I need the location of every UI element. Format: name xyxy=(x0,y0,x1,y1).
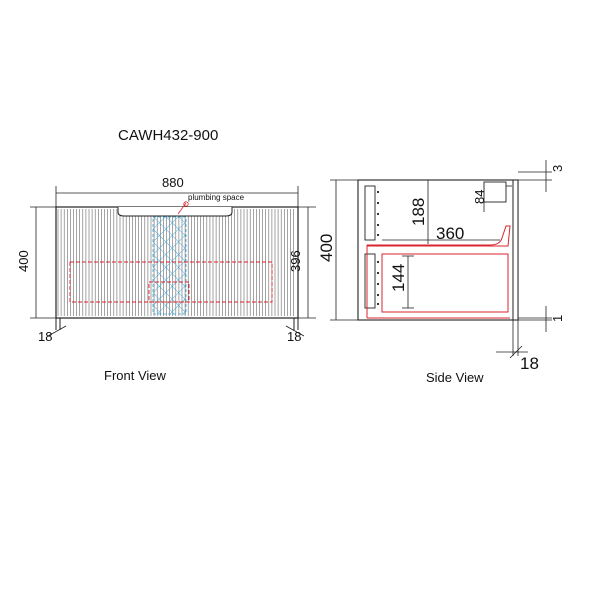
upper-offset-label: 188 xyxy=(409,198,428,226)
fascia-block xyxy=(483,181,507,203)
lower-drawer-red xyxy=(381,253,509,313)
front-view: 880 plumbing space 400 396 xyxy=(16,175,316,383)
height-right-label: 396 xyxy=(288,250,303,272)
height-left-label: 400 xyxy=(16,250,31,272)
side-outer xyxy=(357,179,519,321)
rail-holes xyxy=(376,190,380,306)
back-rail-upper xyxy=(364,185,376,241)
front-panel xyxy=(512,179,519,321)
back-rail-lower xyxy=(364,253,376,309)
side-height-label: 400 xyxy=(317,234,336,262)
inner-drawer-height-label: 144 xyxy=(389,264,408,292)
drawer-depth-label: 360 xyxy=(436,224,464,243)
plumbing-leader xyxy=(177,202,187,215)
fascia-label: 84 xyxy=(472,190,487,204)
plumbing-label: plumbing space xyxy=(188,193,245,202)
inner-drawer-outline xyxy=(148,281,190,303)
side-view: 84 188 360 144 400 3 1 18 Side View xyxy=(317,160,565,385)
front-thickness-label: 18 xyxy=(520,354,539,373)
model-title: CAWH432-900 xyxy=(118,127,218,144)
front-view-caption: Front View xyxy=(104,368,167,383)
side-view-caption: Side View xyxy=(426,370,484,385)
leg-right-label: 18 xyxy=(287,329,301,344)
top-gap-label: 3 xyxy=(550,165,565,172)
width-label: 880 xyxy=(162,175,184,190)
bottom-gap-label: 1 xyxy=(550,315,565,322)
upper-drawer-red xyxy=(367,225,511,247)
leg-left-label: 18 xyxy=(38,329,52,344)
basin-cutout xyxy=(117,207,233,217)
